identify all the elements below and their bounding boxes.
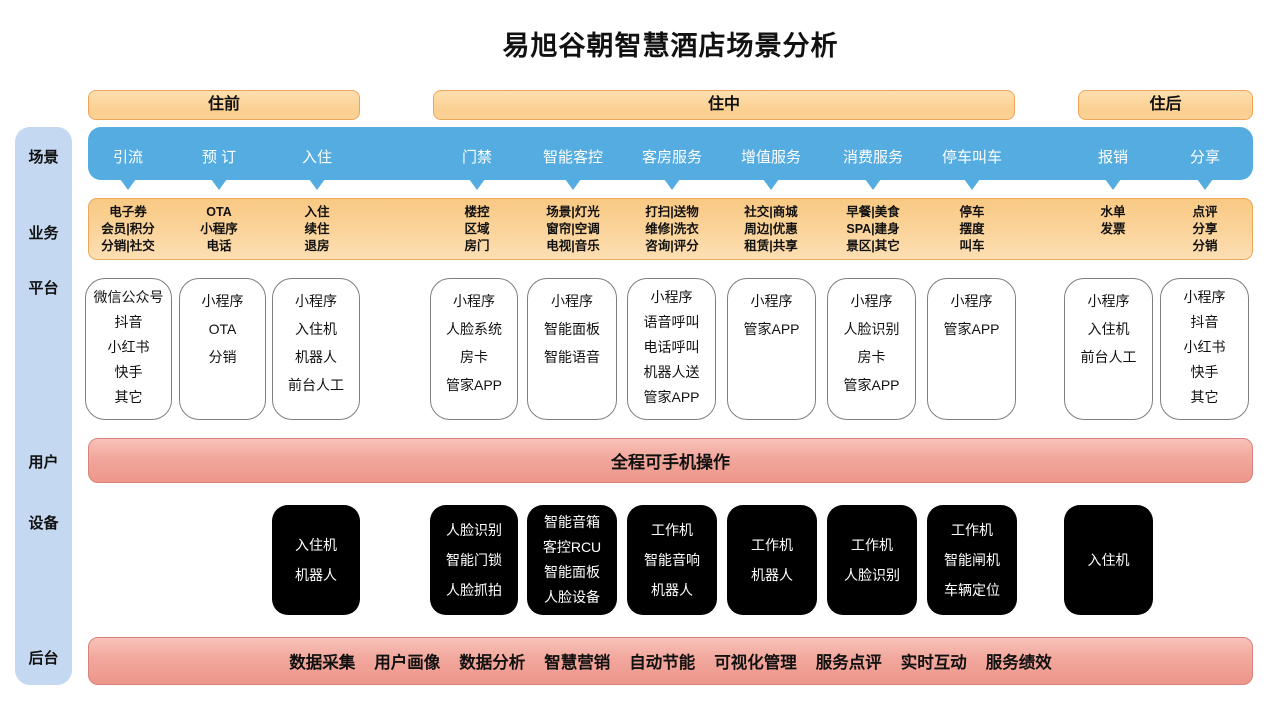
scene-item-parking: 停车叫车 <box>941 149 1002 166</box>
user-bar: 全程可手机操作 <box>88 438 1253 483</box>
platform-box-room-service: 小程序 语音呼叫 电话呼叫 机器人送 管家APP <box>627 278 716 420</box>
business-col-access: 楼控 区域 房门 <box>464 205 490 253</box>
business-col-booking: OTA 小程序 电话 <box>200 205 238 253</box>
platform-box-access: 小程序 人脸系统 房卡 管家APP <box>430 278 518 420</box>
business-col-parking: 停车 摆度 叫车 <box>959 205 985 253</box>
row-category-sidebar <box>15 127 72 685</box>
backend-item-data-collection: 数据采集 <box>289 654 356 672</box>
scene-item-traffic: 引流 <box>112 149 143 166</box>
arrow-down-icon <box>565 179 581 190</box>
backend-item-visual-mgmt: 可视化管理 <box>714 654 797 672</box>
business-bar <box>88 198 1253 260</box>
arrow-down-icon <box>664 179 680 190</box>
scene-item-value-added: 增值服务 <box>740 149 801 166</box>
platform-box-room-control: 小程序 智能面板 智能语音 <box>527 278 617 420</box>
arrow-down-icon <box>964 179 980 190</box>
scene-item-share: 分享 <box>1189 149 1220 166</box>
device-box-consumption: 工作机 人脸识别 <box>827 505 917 615</box>
phase-bar-in-stay: 住中 <box>433 90 1015 120</box>
platform-box-parking: 小程序 管家APP <box>927 278 1016 420</box>
scene-item-checkin: 入住 <box>301 149 332 166</box>
sidebar-label-user: 用户 <box>28 454 59 471</box>
business-col-checkin: 入住 续住 退房 <box>304 205 330 253</box>
business-col-reimburse: 水单 发票 <box>1100 205 1126 236</box>
arrow-down-icon <box>120 179 136 190</box>
arrow-down-icon <box>469 179 485 190</box>
device-box-checkin-kiosk: 入住机 机器人 <box>272 505 360 615</box>
phase-bar-pre-stay: 住前 <box>88 90 360 120</box>
device-box-door-access: 人脸识别 智能门锁 人脸抓拍 <box>430 505 518 615</box>
backend-item-performance: 服务绩效 <box>985 654 1052 672</box>
scene-item-booking: 预 订 <box>201 149 237 166</box>
device-box-value-added: 工作机 机器人 <box>727 505 817 615</box>
page-title: 易旭谷朝智慧酒店场景分析 <box>502 31 839 61</box>
sidebar-label-platform: 平台 <box>28 280 59 297</box>
backend-item-realtime: 实时互动 <box>900 654 967 672</box>
backend-item-smart-marketing: 智慧营销 <box>544 654 611 672</box>
platform-box-consumption: 小程序 人脸识别 房卡 管家APP <box>827 278 916 420</box>
arrow-down-icon <box>1105 179 1121 190</box>
arrow-down-icon <box>763 179 779 190</box>
backend-bar: 数据采集 用户画像 数据分析 智慧营销 自动节能 可视化管理 服务点评 实时互动… <box>88 637 1253 685</box>
scene-item-consumption: 消费服务 <box>842 149 903 166</box>
platform-box-reimburse: 小程序 入住机 前台人工 <box>1064 278 1153 420</box>
scene-item-room-control: 智能客控 <box>542 149 603 166</box>
arrow-down-icon <box>309 179 325 190</box>
sidebar-label-device: 设备 <box>28 515 59 532</box>
arrow-down-icon <box>865 179 881 190</box>
device-box-parking: 工作机 智能闸机 车辆定位 <box>927 505 1017 615</box>
user-bar-label: 全程可手机操作 <box>611 453 730 472</box>
scene-item-room-service: 客房服务 <box>641 149 702 166</box>
sidebar-label-scene: 场景 <box>28 149 59 166</box>
business-col-value-added: 社交|商城 周边|优惠 租赁|共享 <box>744 205 798 253</box>
platform-box-wechat-channels: 微信公众号 抖音 小红书 快手 其它 <box>85 278 172 420</box>
sidebar-label-business: 业务 <box>28 225 59 242</box>
arrow-down-icon <box>211 179 227 190</box>
scene-item-reimburse: 报销 <box>1097 149 1128 166</box>
backend-item-user-profile: 用户画像 <box>374 654 441 672</box>
platform-box-ota: 小程序 OTA 分销 <box>179 278 266 420</box>
business-col-room-control: 场景|灯光 窗帘|空调 电视|音乐 <box>546 205 600 253</box>
device-box-room-control: 智能音箱 客控RCU 智能面板 人脸设备 <box>527 505 617 615</box>
backend-item-data-analysis: 数据分析 <box>459 654 526 672</box>
scene-item-access: 门禁 <box>461 149 492 166</box>
platform-box-share-channels: 小程序 抖音 小红书 快手 其它 <box>1160 278 1249 420</box>
device-box-checkout-kiosk: 入住机 <box>1064 505 1153 615</box>
business-col-room-service: 打扫|送物 维修|洗衣 咨询|评分 <box>645 205 699 253</box>
platform-box-checkin: 小程序 入住机 机器人 前台人工 <box>272 278 360 420</box>
arrow-down-icon <box>1197 179 1213 190</box>
business-col-share: 点评 分享 分销 <box>1192 205 1218 253</box>
business-col-consumption: 早餐|美食 SPA|建身 景区|其它 <box>846 205 900 253</box>
backend-item-auto-saving: 自动节能 <box>629 654 696 672</box>
phase-bar-post-stay: 住后 <box>1078 90 1253 120</box>
device-box-room-service: 工作机 智能音响 机器人 <box>627 505 717 615</box>
scene-bar <box>88 127 1253 180</box>
backend-item-service-review: 服务点评 <box>815 654 882 672</box>
business-col-traffic: 电子券 会员|积分 分销|社交 <box>101 205 155 253</box>
platform-box-value-added: 小程序 管家APP <box>727 278 816 420</box>
sidebar-label-backend: 后台 <box>28 650 59 667</box>
